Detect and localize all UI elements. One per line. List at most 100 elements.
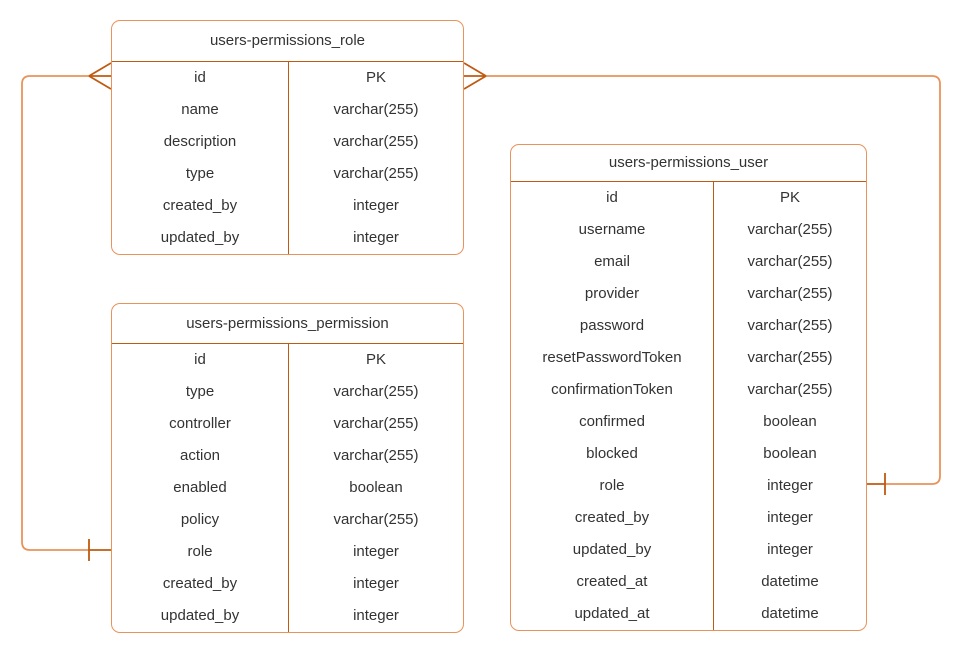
field-type: varchar(255)	[333, 415, 419, 432]
field-name: created_by	[112, 190, 289, 222]
table-row: controller varchar(255)	[112, 408, 463, 440]
field-name: confirmed	[511, 406, 714, 438]
table-fields: id PK name varchar(255) description varchar(2…	[112, 62, 463, 254]
field-type: datetime	[761, 573, 819, 590]
table-title: users-permissions_role	[112, 21, 463, 62]
table-fields: id PK type varchar(255) controller varchar(25…	[112, 344, 463, 632]
field-type: varchar(255)	[333, 511, 419, 528]
field-name: role	[112, 536, 289, 568]
field-name: type	[112, 376, 289, 408]
field-type: integer	[353, 197, 399, 214]
table-row: updated_by integer	[112, 600, 463, 632]
field-name: created_by	[511, 502, 714, 534]
field-name: resetPasswordToken	[511, 342, 714, 374]
table-row: policy varchar(255)	[112, 504, 463, 536]
field-name: email	[511, 246, 714, 278]
table-row: resetPasswordToken varchar(255)	[511, 342, 866, 374]
field-type: varchar(255)	[747, 221, 833, 238]
field-type: integer	[767, 509, 813, 526]
field-type: integer	[353, 575, 399, 592]
table-row: enabled boolean	[112, 472, 463, 504]
table-row: username varchar(255)	[511, 214, 866, 246]
table-row: created_at datetime	[511, 566, 866, 598]
field-type: varchar(255)	[747, 349, 833, 366]
field-name: name	[112, 94, 289, 126]
field-type: boolean	[763, 445, 817, 462]
field-type: integer	[353, 543, 399, 560]
field-type: varchar(255)	[333, 101, 419, 118]
field-name: updated_by	[511, 534, 714, 566]
field-name: confirmationToken	[511, 374, 714, 406]
cardinality-one-tick-icon	[88, 539, 111, 561]
field-name: id	[112, 62, 289, 94]
table-row: id PK	[112, 62, 463, 94]
field-type: PK	[779, 189, 800, 206]
field-name: created_at	[511, 566, 714, 598]
field-name: updated_by	[112, 222, 289, 254]
table-row: updated_at datetime	[511, 598, 866, 630]
field-type: PK	[365, 351, 386, 368]
field-type: varchar(255)	[333, 165, 419, 182]
crow-foot-many-icon	[88, 62, 112, 90]
table-title: users-permissions_user	[511, 145, 866, 182]
table-row: updated_by integer	[112, 222, 463, 254]
relationship-role-to-permission[interactable]	[21, 62, 112, 561]
field-type: datetime	[761, 605, 819, 622]
field-type: varchar(255)	[747, 285, 833, 302]
field-type: varchar(255)	[747, 381, 833, 398]
field-name: role	[511, 470, 714, 502]
table-title: users-permissions_permission	[112, 304, 463, 344]
table-fields: id PK username varchar(255) email varchar(255…	[511, 182, 866, 630]
field-name: created_by	[112, 568, 289, 600]
field-name: password	[511, 310, 714, 342]
field-name: username	[511, 214, 714, 246]
field-name: controller	[112, 408, 289, 440]
crow-foot-many-icon	[463, 62, 487, 90]
connector-line	[21, 75, 89, 551]
field-type: integer	[353, 229, 399, 246]
table-row: password varchar(255)	[511, 310, 866, 342]
table-row: provider varchar(255)	[511, 278, 866, 310]
field-name: blocked	[511, 438, 714, 470]
table-row: action varchar(255)	[112, 440, 463, 472]
table-row: created_by integer	[511, 502, 866, 534]
field-name: action	[112, 440, 289, 472]
table-row: updated_by integer	[511, 534, 866, 566]
field-type: boolean	[763, 413, 817, 430]
entity-users-permissions-role[interactable]: users-permissions_role id PK name varchar(2…	[111, 20, 464, 255]
field-type: integer	[767, 541, 813, 558]
cardinality-one-tick-icon	[867, 473, 886, 495]
field-type: integer	[353, 607, 399, 624]
table-row: blocked boolean	[511, 438, 866, 470]
table-row: type varchar(255)	[112, 376, 463, 408]
field-name: description	[112, 126, 289, 158]
table-row: role integer	[511, 470, 866, 502]
field-name: policy	[112, 504, 289, 536]
table-row: description varchar(255)	[112, 126, 463, 158]
field-name: id	[511, 182, 714, 214]
table-row: confirmationToken varchar(255)	[511, 374, 866, 406]
table-row: role integer	[112, 536, 463, 568]
field-type: PK	[365, 69, 386, 86]
entity-users-permissions-permission[interactable]: users-permissions_permission id PK type var…	[111, 303, 464, 633]
table-row: id PK	[511, 182, 866, 214]
field-type: boolean	[349, 479, 403, 496]
table-row: name varchar(255)	[112, 94, 463, 126]
field-type: varchar(255)	[333, 447, 419, 464]
field-type: varchar(255)	[333, 383, 419, 400]
table-row: created_by integer	[112, 190, 463, 222]
table-row: created_by integer	[112, 568, 463, 600]
entity-users-permissions-user[interactable]: users-permissions_user id PK username varch…	[510, 144, 867, 631]
table-row: id PK	[112, 344, 463, 376]
field-name: updated_at	[511, 598, 714, 630]
field-name: updated_by	[112, 600, 289, 632]
field-type: integer	[767, 477, 813, 494]
field-type: varchar(255)	[333, 133, 419, 150]
field-name: enabled	[112, 472, 289, 504]
table-row: confirmed boolean	[511, 406, 866, 438]
field-name: provider	[511, 278, 714, 310]
field-type: varchar(255)	[747, 317, 833, 334]
field-name: id	[112, 344, 289, 376]
